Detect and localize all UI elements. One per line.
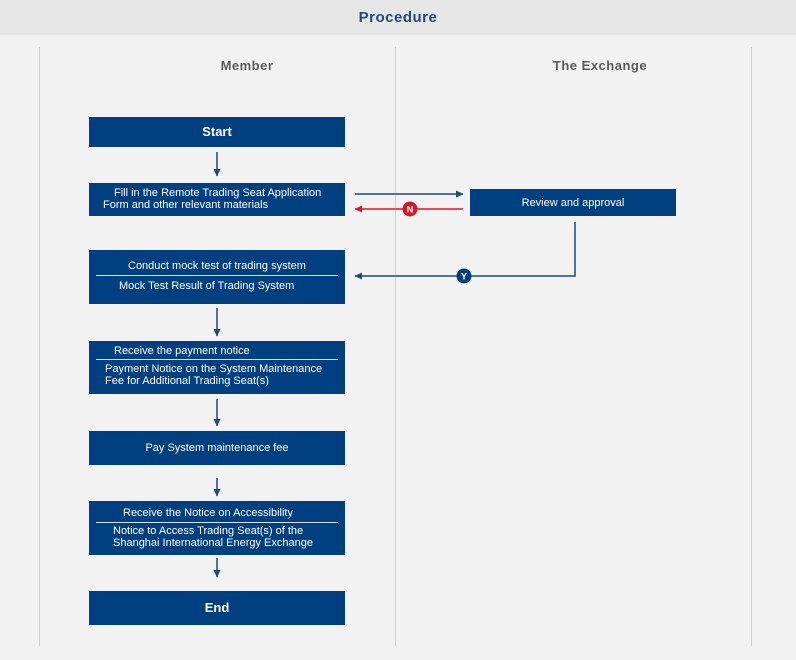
access-notice-step: Receive the Notice on Accessibility Noti… — [89, 501, 345, 555]
mock-test-divider — [96, 275, 338, 276]
access-notice-divider — [96, 522, 338, 523]
payment-notice-doc-line-2: Fee for Additional Trading Seat(s) — [105, 375, 269, 387]
badge-yes-label: Y — [461, 272, 467, 282]
lane-header-exchange: The Exchange — [552, 58, 648, 73]
pay-fee-step: Pay System maintenance fee — [89, 431, 345, 465]
payment-notice-step: Receive the payment notice Payment Notic… — [89, 341, 345, 394]
end-label: End — [204, 600, 230, 615]
header-bar: Procedure — [0, 0, 796, 35]
lane-header-member: Member — [220, 58, 274, 73]
access-notice-title: Receive the Notice on Accessibility — [123, 507, 293, 519]
start-node: Start — [89, 117, 345, 147]
lane-divider-left — [39, 47, 40, 646]
access-notice-doc-line-1: Notice to Access Trading Seat(s) of the — [113, 525, 304, 537]
arrow-review-approved — [354, 222, 576, 280]
badge-no-label: N — [407, 205, 414, 215]
application-line-1: Fill in the Remote Trading Seat Applicat… — [114, 187, 322, 199]
start-label: Start — [202, 124, 232, 139]
end-node: End — [89, 591, 345, 625]
pay-fee-label: Pay System maintenance fee — [145, 442, 289, 454]
payment-notice-divider — [96, 359, 338, 360]
mock-test-title: Conduct mock test of trading system — [128, 260, 306, 272]
payment-notice-title: Receive the payment notice — [114, 345, 250, 357]
badge-yes: Y — [456, 268, 472, 284]
access-notice-doc-line-2: Shanghai International Energy Exchange — [113, 537, 313, 549]
application-line-2: Form and other relevant materials — [103, 199, 269, 211]
lane-divider-right — [751, 47, 752, 646]
mock-test-step: Conduct mock test of trading system Mock… — [89, 250, 345, 304]
lane-divider-middle — [395, 47, 396, 646]
badge-no: N — [402, 201, 418, 217]
payment-notice-doc-line-1: Payment Notice on the System Maintenance — [105, 363, 323, 375]
review-label: Review and approval — [521, 196, 625, 209]
page-title: Procedure — [358, 9, 438, 26]
mock-test-document: Mock Test Result of Trading System — [119, 280, 295, 292]
review-step: Review and approval — [470, 189, 676, 216]
application-step: Fill in the Remote Trading Seat Applicat… — [89, 183, 345, 216]
